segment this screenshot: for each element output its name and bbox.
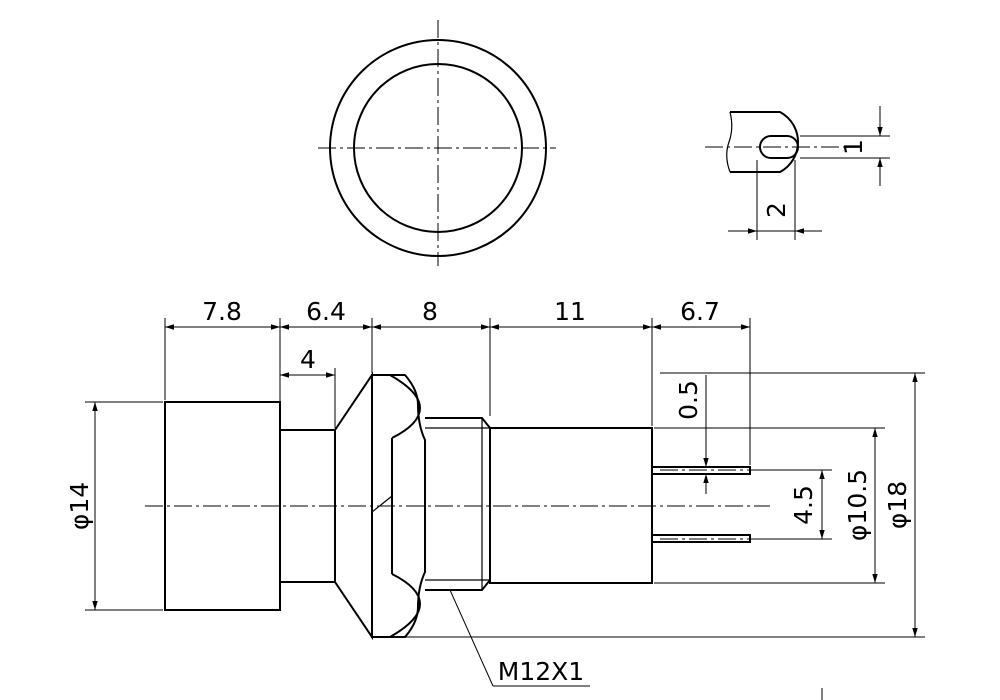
nut-mark [371, 495, 393, 513]
label-thread: M12X1 [498, 657, 584, 686]
label-pin-thickness: 0.5 [674, 380, 703, 420]
hex-nut [371, 374, 426, 638]
horizontal-dimensions: 7.8 6.4 8 11 6.7 4 [164, 297, 751, 465]
label-body-dia: φ10.5 [843, 469, 872, 541]
tab-detail: 2 1 [705, 106, 890, 240]
side-view [145, 371, 770, 641]
tab-width-label: 2 [762, 202, 791, 218]
nut-face-bottom [389, 573, 422, 638]
tab-outline [730, 111, 799, 173]
thread-callout: M12X1 [449, 589, 590, 687]
label-cone-length: 4 [300, 345, 316, 374]
switch-body [489, 427, 653, 584]
threaded-bushing [425, 417, 491, 591]
thread-leader [449, 589, 494, 687]
label-pin-spacing: 4.5 [789, 485, 818, 525]
vertical-dimensions: φ14 φ18 φ10.5 4.5 0.5 [65, 372, 925, 638]
cap-body [164, 401, 281, 611]
top-view [318, 20, 556, 266]
nut-face-top [389, 374, 422, 439]
tab-break-line [726, 111, 733, 173]
label-neck-length: 6.4 [306, 297, 346, 326]
label-cap-dia: φ14 [65, 482, 94, 530]
label-flange-dia: φ18 [883, 481, 912, 529]
label-cap-length: 7.8 [202, 297, 242, 326]
label-nut-length: 8 [422, 297, 438, 326]
hole-size-label: 1 [839, 139, 868, 155]
label-body-length: 11 [554, 297, 586, 326]
label-pin-length: 6.7 [680, 297, 720, 326]
